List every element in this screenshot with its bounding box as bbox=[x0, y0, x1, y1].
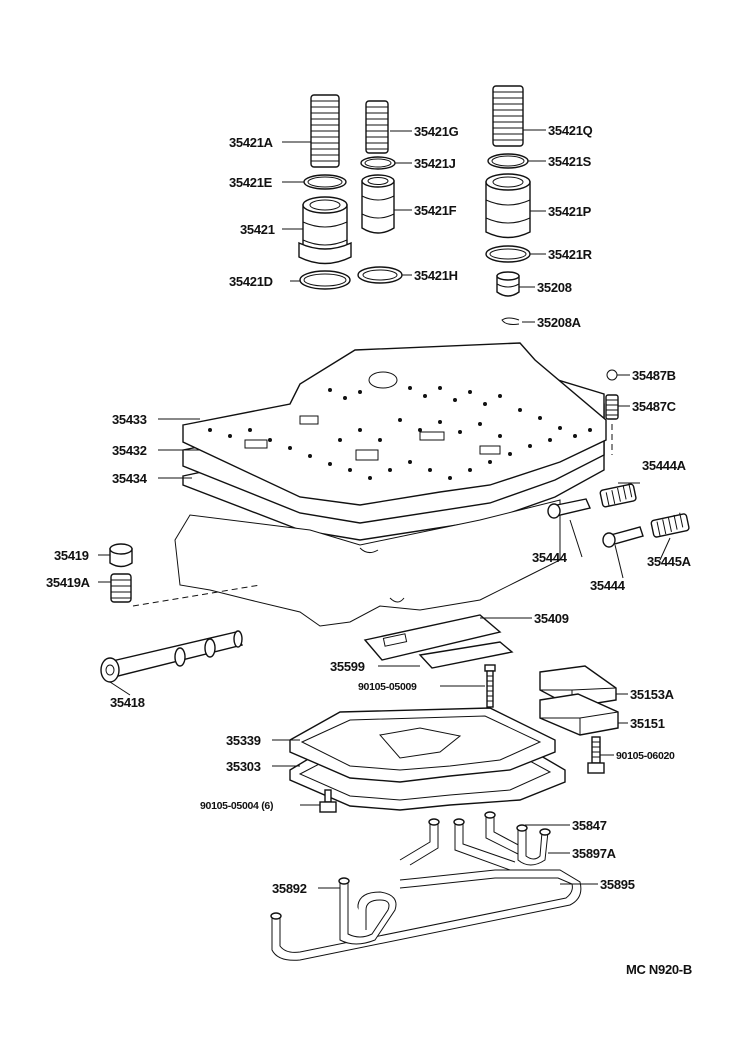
plug-35419 bbox=[109, 543, 133, 568]
label-35444A: 35444A bbox=[642, 458, 687, 473]
label-35421F: 35421F bbox=[414, 203, 457, 218]
bolt-90105-06020 bbox=[587, 736, 605, 774]
label-35487B: 35487B bbox=[632, 368, 676, 383]
label-35208A: 35208A bbox=[537, 315, 582, 330]
label-35421Q: 35421Q bbox=[548, 123, 593, 138]
label-35897A: 35897A bbox=[572, 846, 617, 861]
sleeve-35421P bbox=[485, 173, 531, 239]
label-35421D: 35421D bbox=[229, 274, 273, 289]
sleeve-35421 bbox=[298, 196, 352, 265]
label-35151: 35151 bbox=[630, 716, 665, 731]
block-35151 bbox=[539, 693, 619, 736]
plate-35409 bbox=[363, 614, 502, 661]
label-35153A: 35153A bbox=[630, 687, 675, 702]
label-90105-05009: 90105-05009 bbox=[358, 681, 417, 693]
label-35895: 35895 bbox=[600, 877, 635, 892]
label-35444-lower: 35444 bbox=[590, 578, 626, 593]
label-35421S: 35421S bbox=[548, 154, 592, 169]
label-35421: 35421 bbox=[240, 222, 275, 237]
label-35445A: 35445A bbox=[647, 554, 692, 569]
label-90105-06020: 90105-06020 bbox=[616, 750, 675, 762]
clip-35208A bbox=[501, 317, 520, 325]
tube-35892 bbox=[338, 877, 397, 945]
label-35421J: 35421J bbox=[414, 156, 456, 171]
tube-35895 bbox=[270, 869, 582, 961]
bolt-90105-05009 bbox=[484, 664, 496, 708]
label-35847: 35847 bbox=[572, 818, 607, 833]
spring-35421Q bbox=[492, 85, 524, 147]
label-35434: 35434 bbox=[112, 471, 148, 486]
ring-35421J bbox=[360, 156, 396, 170]
valve-body bbox=[174, 499, 561, 627]
strainer-35339 bbox=[289, 707, 556, 783]
tube-35897A bbox=[516, 824, 551, 866]
tube-35847 bbox=[399, 811, 525, 871]
label-35444-upper: 35444 bbox=[532, 550, 568, 565]
spring-35487C bbox=[605, 394, 619, 420]
part-labels: 35421A 35421E 35421 35421D 35421G 35421J… bbox=[46, 123, 692, 977]
spring-35444A bbox=[599, 483, 637, 508]
spring-35419A bbox=[110, 573, 132, 603]
catalog-code: MC N920-B bbox=[626, 962, 692, 977]
bolt-90105-05004 bbox=[319, 789, 337, 813]
label-35421E: 35421E bbox=[229, 175, 273, 190]
valve-35444b bbox=[602, 526, 644, 548]
ring-35421R bbox=[485, 245, 531, 263]
plug-35208 bbox=[496, 271, 520, 297]
ball-35487B bbox=[606, 369, 618, 381]
ring-35421H bbox=[357, 266, 403, 284]
label-90105-05004: 90105-05004 (6) bbox=[200, 800, 273, 812]
label-35419A: 35419A bbox=[46, 575, 91, 590]
label-35421G: 35421G bbox=[414, 124, 459, 139]
label-35419: 35419 bbox=[54, 548, 89, 563]
label-35418: 35418 bbox=[110, 695, 145, 710]
valve-35418 bbox=[100, 630, 243, 683]
label-35421A: 35421A bbox=[229, 135, 274, 150]
label-35339: 35339 bbox=[226, 733, 261, 748]
spring-35421A bbox=[310, 94, 340, 168]
label-35208: 35208 bbox=[537, 280, 572, 295]
label-35892: 35892 bbox=[272, 881, 307, 896]
block-35599 bbox=[418, 641, 514, 669]
spring-35421G bbox=[365, 100, 389, 154]
label-35487C: 35487C bbox=[632, 399, 677, 414]
leader-lines bbox=[98, 129, 671, 889]
label-35303: 35303 bbox=[226, 759, 261, 774]
label-35421H: 35421H bbox=[414, 268, 458, 283]
plate-35433 bbox=[182, 342, 607, 506]
label-35421R: 35421R bbox=[548, 247, 593, 262]
ring-35421D bbox=[299, 270, 351, 290]
label-35432: 35432 bbox=[112, 443, 147, 458]
label-35409: 35409 bbox=[534, 611, 569, 626]
label-35433: 35433 bbox=[112, 412, 147, 427]
ring-35421S bbox=[487, 153, 529, 169]
label-35599: 35599 bbox=[330, 659, 365, 674]
spring-35445A bbox=[650, 512, 690, 538]
valve-35444a bbox=[547, 498, 591, 519]
label-35421P: 35421P bbox=[548, 204, 592, 219]
sleeve-35421F bbox=[361, 174, 395, 234]
ring-35421E bbox=[303, 174, 347, 190]
